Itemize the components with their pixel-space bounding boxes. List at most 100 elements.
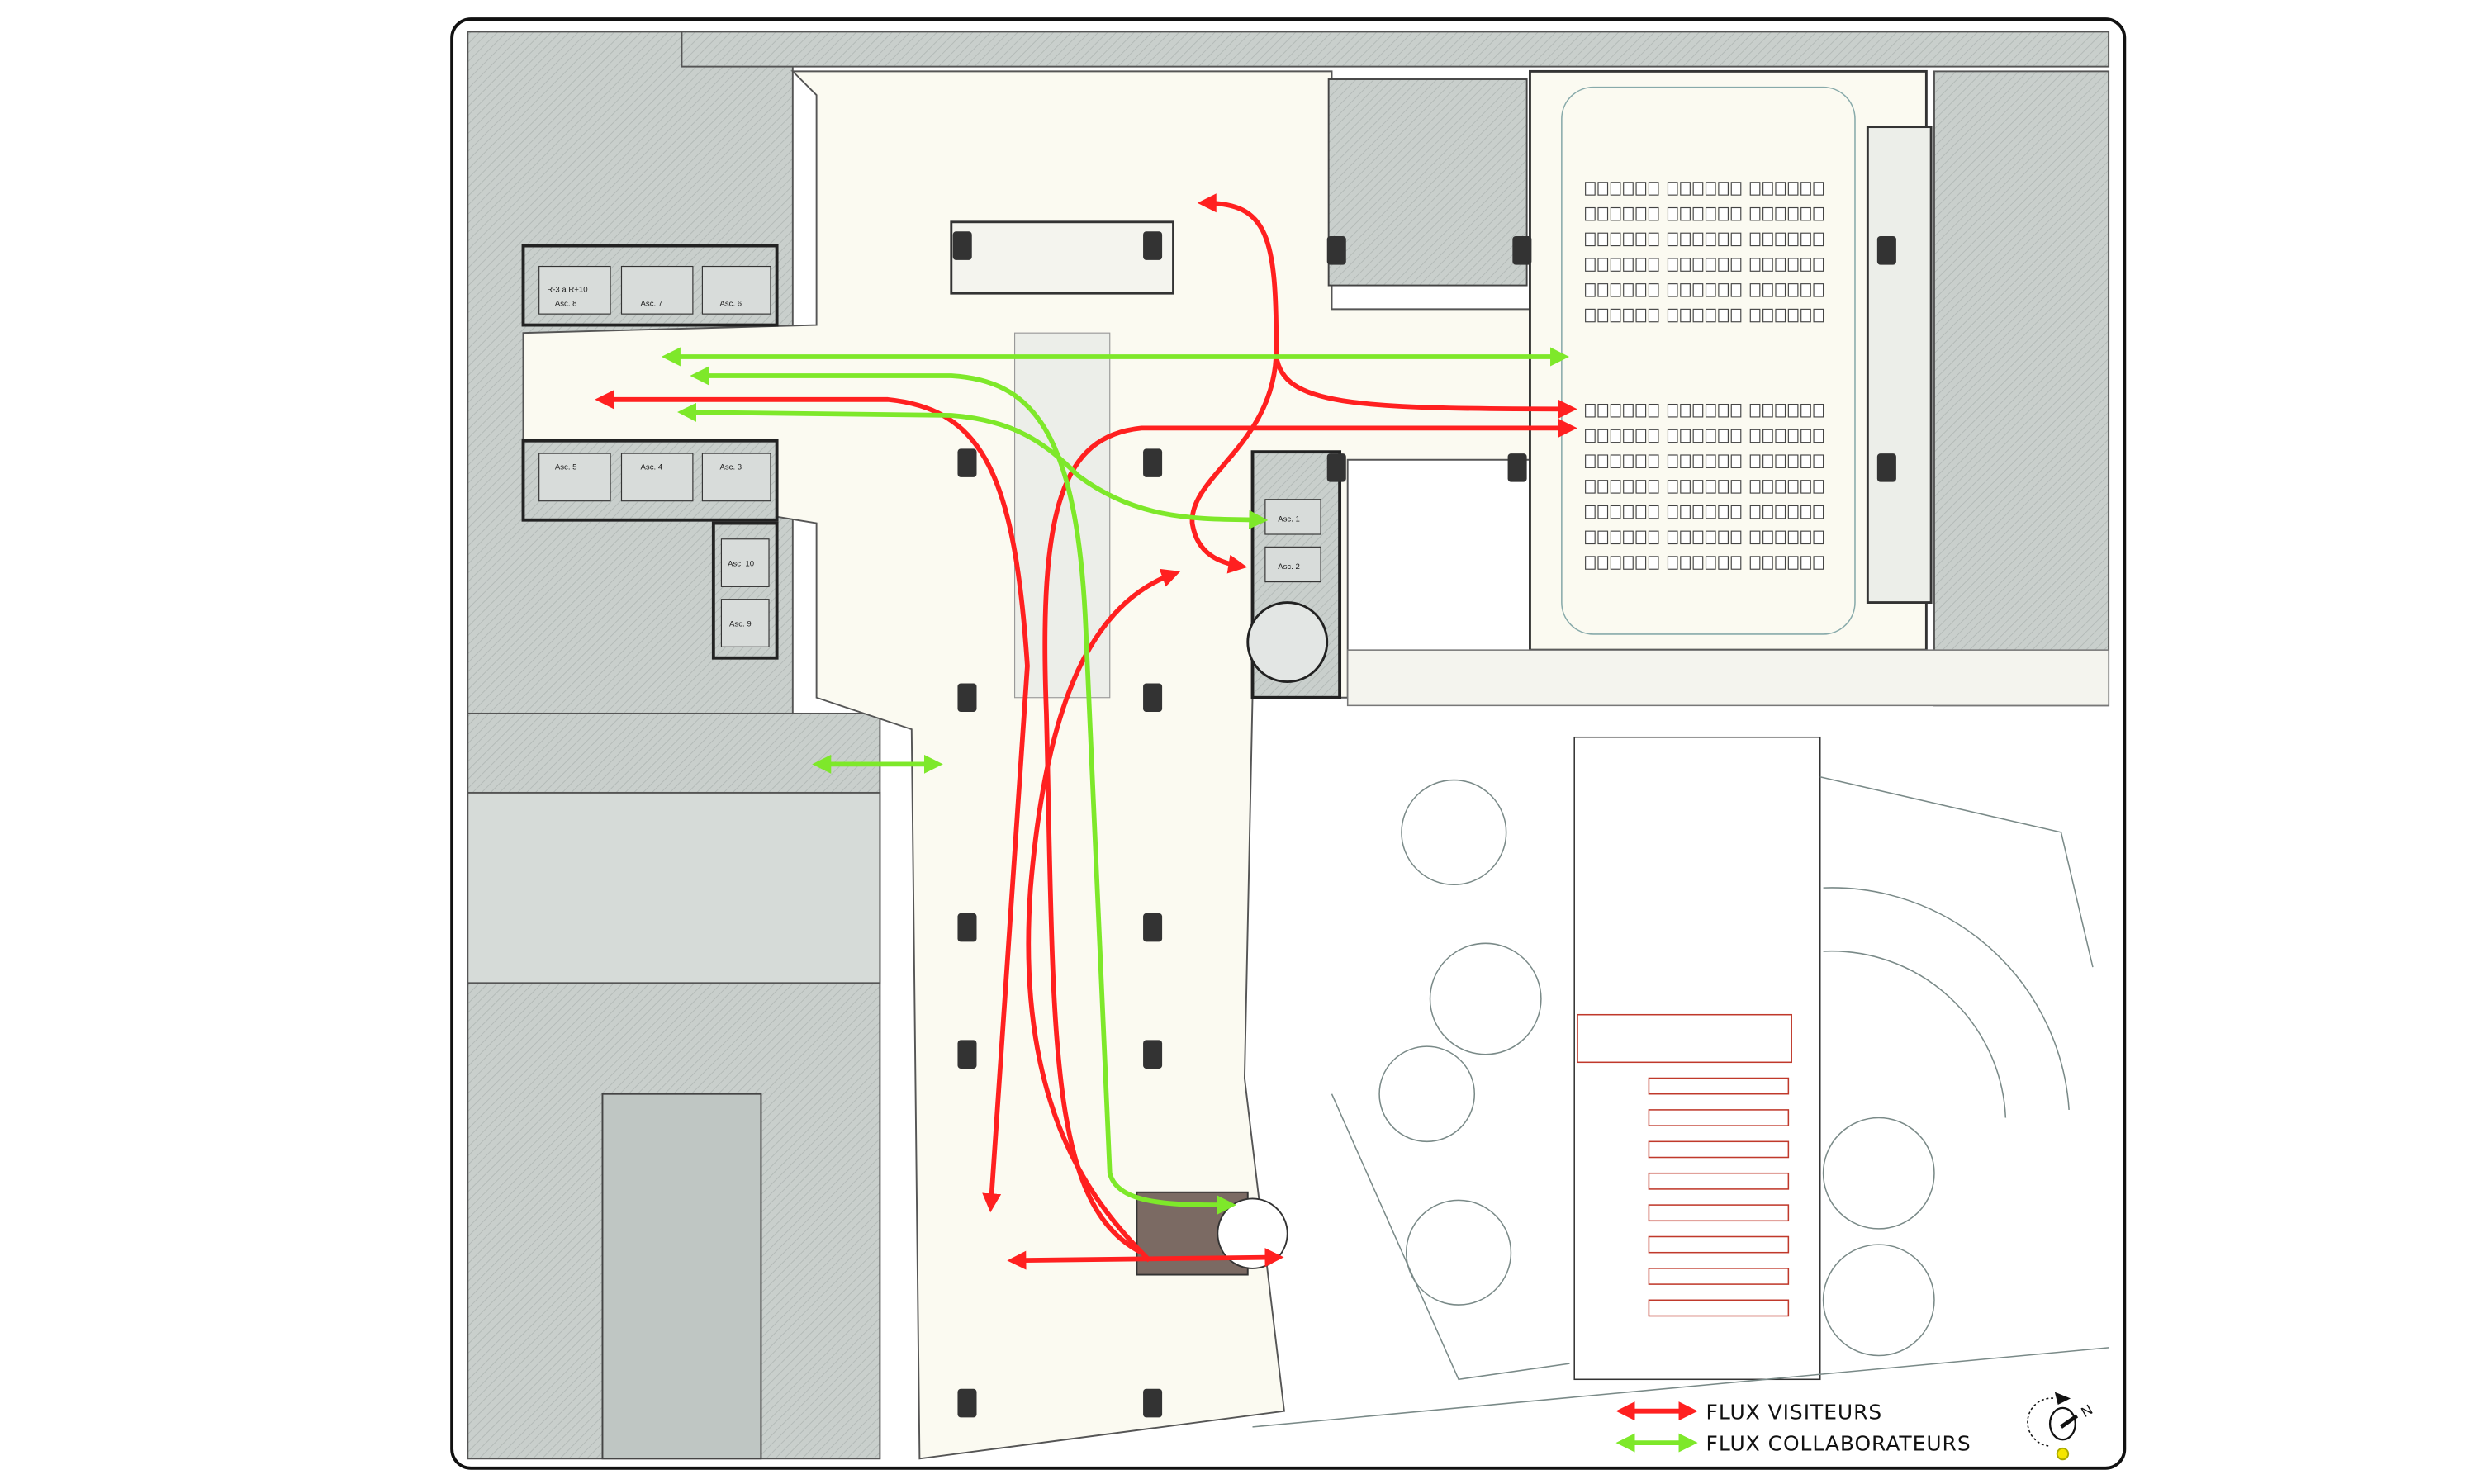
auditorium-seat	[1749, 505, 1761, 519]
auditorium-seat	[1749, 283, 1761, 297]
auditorium-seat	[1610, 258, 1621, 272]
table	[1143, 448, 1163, 477]
auditorium-seat	[1705, 283, 1716, 297]
table	[957, 1040, 977, 1069]
auditorium-seat	[1585, 308, 1596, 323]
auditorium-seat	[1597, 530, 1609, 545]
auditorium-seat	[1718, 403, 1729, 418]
auditorium-seat	[1775, 429, 1786, 443]
auditorium-seat	[1610, 454, 1621, 468]
auditorium-seat	[1610, 556, 1621, 570]
auditorium-seat	[1775, 206, 1786, 221]
auditorium-seat	[1610, 283, 1621, 297]
auditorium-seat	[1813, 403, 1824, 418]
auditorium-seat	[1800, 403, 1811, 418]
auditorium-seat	[1800, 429, 1811, 443]
table	[1143, 231, 1163, 260]
table	[1876, 236, 1896, 265]
auditorium-seat	[1667, 454, 1678, 468]
elevator-label: Asc. 9	[729, 619, 752, 628]
table	[952, 231, 972, 260]
auditorium-seat	[1749, 206, 1761, 221]
auditorium-seat	[1730, 308, 1742, 323]
auditorium-seat	[1705, 232, 1716, 247]
auditorium-seat	[1762, 480, 1773, 494]
elevator-core-east: Asc. 1 Asc. 2	[1246, 450, 1342, 699]
auditorium-seat	[1667, 182, 1678, 196]
auditorium-seat	[1787, 232, 1799, 247]
auditorium-seat	[1692, 232, 1704, 247]
elevator-label: Asc. 4	[641, 462, 663, 472]
auditorium-seat	[1597, 182, 1609, 196]
auditorium-seat	[1597, 283, 1609, 297]
auditorium-seat	[1692, 530, 1704, 545]
auditorium-seat	[1585, 258, 1596, 272]
auditorium-seat	[1623, 232, 1634, 247]
auditorium-seat	[1800, 480, 1811, 494]
auditorium-seat	[1680, 403, 1691, 418]
auditorium-seat	[1730, 283, 1742, 297]
auditorium-seat	[1597, 308, 1609, 323]
auditorium-seat	[1692, 505, 1704, 519]
table	[1326, 236, 1346, 265]
auditorium-seat	[1623, 505, 1634, 519]
auditorium-seat	[1623, 454, 1634, 468]
auditorium-seat	[1692, 206, 1704, 221]
auditorium-seat	[1597, 258, 1609, 272]
auditorium-seat	[1597, 505, 1609, 519]
auditorium-seat	[1705, 429, 1716, 443]
auditorium-seat	[1787, 258, 1799, 272]
auditorium-seat	[1730, 505, 1742, 519]
auditorium-seat	[1730, 556, 1742, 570]
auditorium-seat	[1775, 480, 1786, 494]
elevator-label: Asc. 8	[555, 300, 577, 309]
auditorium-seat	[1597, 556, 1609, 570]
auditorium-seat	[1648, 454, 1659, 468]
table	[957, 1388, 977, 1418]
auditorium-seat	[1800, 232, 1811, 247]
auditorium-seat	[1705, 308, 1716, 323]
auditorium-seat	[1597, 454, 1609, 468]
auditorium-seat	[1585, 556, 1596, 570]
auditorium-seat	[1680, 505, 1691, 519]
auditorium-seat	[1623, 258, 1634, 272]
auditorium-seat	[1718, 480, 1729, 494]
auditorium-seat	[1648, 429, 1659, 443]
auditorium-seat	[1635, 480, 1647, 494]
auditorium-seat	[1749, 182, 1761, 196]
auditorium-seat	[1648, 206, 1659, 221]
auditorium-seat	[1749, 232, 1761, 247]
elevator-range-label: R-3 à R+10	[547, 285, 587, 294]
auditorium-seat	[1762, 206, 1773, 221]
auditorium-seat	[1648, 308, 1659, 323]
auditorium-seat	[1718, 454, 1729, 468]
auditorium-seat	[1762, 258, 1773, 272]
restroom-block	[1327, 78, 1528, 287]
garden	[1252, 736, 2109, 1428]
auditorium-seat	[1610, 403, 1621, 418]
auditorium-seat	[1718, 206, 1729, 221]
auditorium-seat	[1648, 480, 1659, 494]
auditorium-seat	[1787, 403, 1799, 418]
elevator-label: Asc. 2	[1278, 562, 1300, 571]
auditorium-seat	[1610, 480, 1621, 494]
auditorium-seat	[1775, 403, 1786, 418]
auditorium-seat	[1635, 530, 1647, 545]
auditorium-seat	[1813, 505, 1824, 519]
auditorium-seat	[1775, 505, 1786, 519]
auditorium-seat	[1680, 556, 1691, 570]
auditorium-seat	[1648, 556, 1659, 570]
auditorium-seat	[1680, 429, 1691, 443]
auditorium-seat	[1762, 429, 1773, 443]
auditorium-seat	[1775, 530, 1786, 545]
auditorium-seat	[1585, 232, 1596, 247]
auditorium-seat	[1585, 530, 1596, 545]
legend-visitors-label: FLUX VISITEURS	[1706, 1400, 1883, 1424]
auditorium-seat	[1692, 556, 1704, 570]
auditorium-seat	[1667, 556, 1678, 570]
table	[957, 448, 977, 477]
auditorium-seat	[1692, 308, 1704, 323]
auditorium-seat	[1692, 403, 1704, 418]
auditorium-seat	[1813, 454, 1824, 468]
